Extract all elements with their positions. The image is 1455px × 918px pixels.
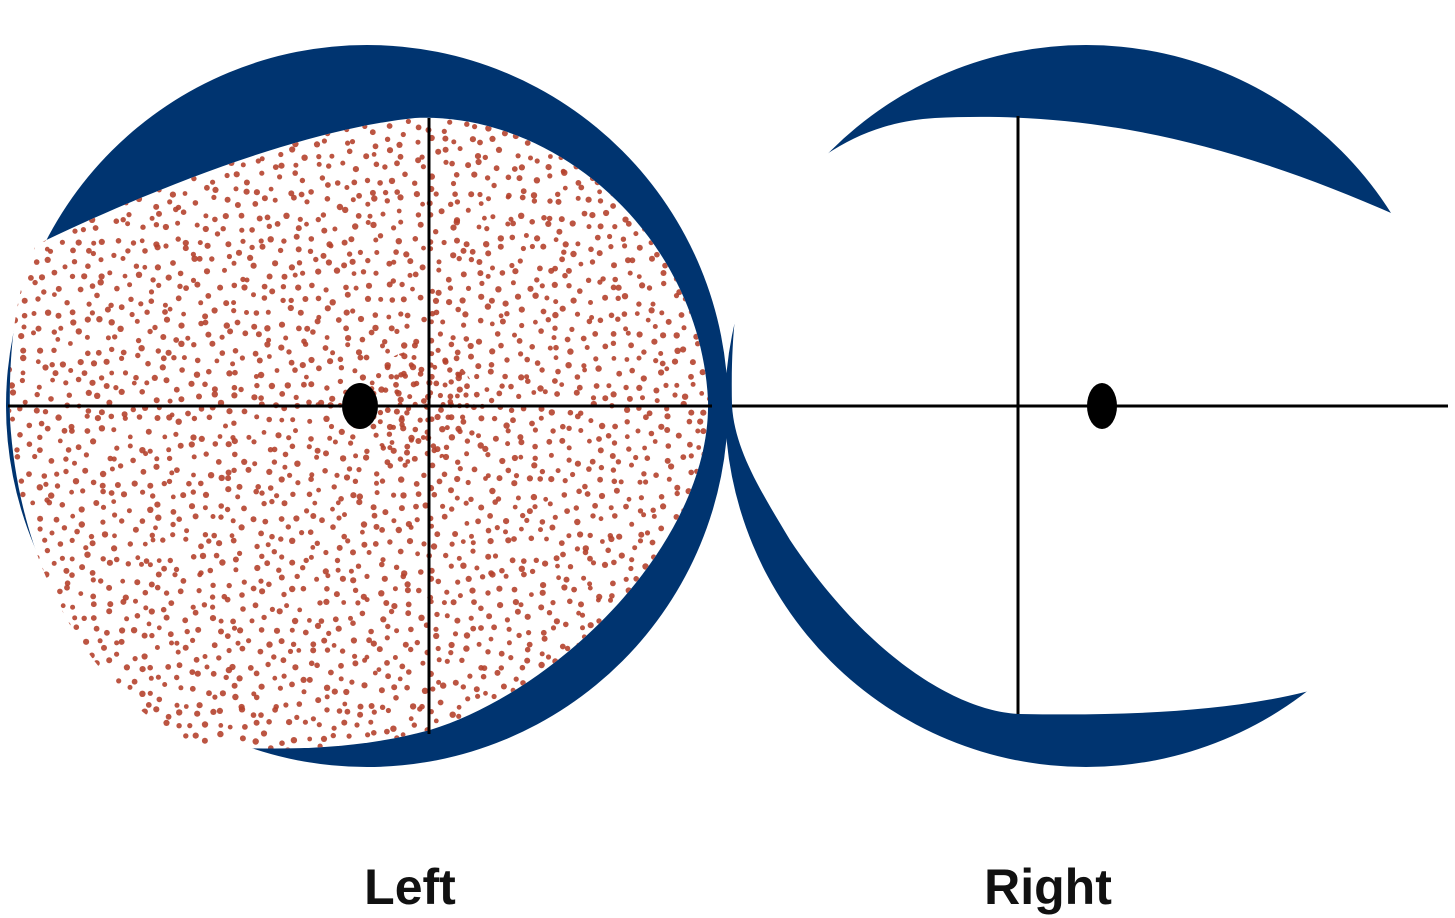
right-eye-field xyxy=(725,45,1449,767)
right-eye-label: Right xyxy=(984,859,1112,915)
left-preserved-field xyxy=(9,117,709,749)
left-eye-field xyxy=(6,45,728,767)
left-blind-spot xyxy=(342,383,378,429)
right-blind-spot xyxy=(1087,383,1117,429)
left-eye-label: Left xyxy=(364,859,456,915)
